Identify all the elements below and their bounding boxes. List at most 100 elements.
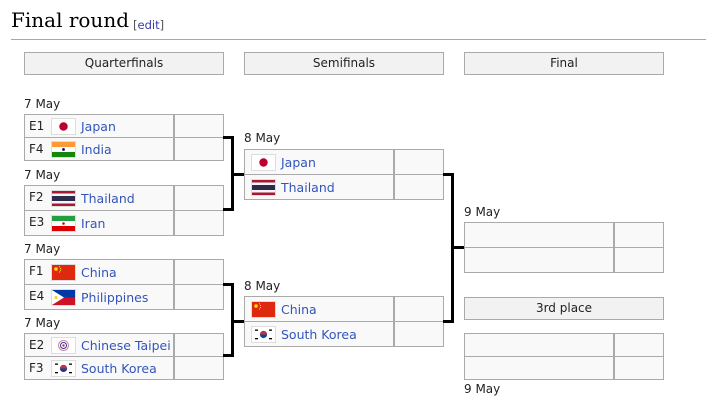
match-date: 8 May (244, 279, 281, 293)
match-date: 8 May (244, 131, 281, 145)
team-link[interactable]: South Korea (81, 360, 157, 376)
match-date: 9 May (464, 205, 501, 219)
japan-flag-icon (51, 117, 76, 135)
team-cell: Chinese Taipei (51, 334, 175, 356)
connector (223, 283, 233, 286)
iran-flag-icon (51, 214, 76, 232)
seed-label: F2 (29, 190, 44, 204)
team-link[interactable]: Chinese Taipei (81, 337, 171, 353)
match-date: 7 May (24, 168, 61, 182)
match-date: 7 May (24, 97, 61, 111)
team-link[interactable]: Thailand (281, 179, 335, 195)
score-cell (395, 297, 443, 321)
south-korea-flag-icon (51, 359, 76, 377)
philippines-flag-icon (51, 288, 76, 306)
south-korea-flag-icon (251, 325, 276, 343)
team-cell: Iran (51, 211, 175, 235)
india-flag-icon (51, 140, 76, 158)
score-cell (395, 150, 443, 174)
seed-label: E1 (29, 119, 45, 133)
round-header-third-place: 3rd place (464, 297, 664, 320)
bracket-row: China (244, 296, 444, 322)
heading-divider (11, 39, 706, 40)
thailand-flag-icon (51, 189, 76, 207)
score-cell (395, 175, 443, 199)
team-link[interactable]: China (81, 264, 117, 280)
team-cell: South Korea (251, 322, 395, 346)
match-date: 9 May (464, 382, 501, 396)
round-header-quarterfinals: Quarterfinals (24, 52, 224, 75)
seed-label: F1 (29, 264, 44, 278)
score-cell (395, 322, 443, 346)
match-date: 7 May (24, 242, 61, 256)
team-cell: Philippines (51, 285, 175, 309)
team-cell (471, 357, 615, 379)
bracket-row: F1 China (24, 259, 224, 285)
team-link[interactable]: Iran (81, 215, 106, 231)
bracket-row: F2 Thailand (24, 185, 224, 211)
bracket-row: F4 India (24, 137, 224, 161)
score-cell (175, 260, 223, 284)
connector (231, 320, 244, 323)
edit-link[interactable]: edit (137, 18, 160, 32)
bracket-row: E4 Philippines (24, 284, 224, 310)
connector (223, 354, 233, 357)
connector (231, 173, 244, 176)
seed-label: F3 (29, 361, 44, 375)
team-cell: India (51, 138, 175, 160)
bracket-row: Thailand (244, 174, 444, 200)
team-link[interactable]: China (281, 301, 317, 317)
team-cell (471, 334, 615, 356)
score-cell (175, 211, 223, 235)
page-title: Final round (11, 8, 129, 32)
match-date: 7 May (24, 316, 61, 330)
chinese-taipei-flag-icon (51, 336, 76, 354)
bracket-row: E3 Iran (24, 210, 224, 236)
score-cell (615, 357, 663, 379)
team-link[interactable]: Philippines (81, 289, 149, 305)
connector (443, 320, 453, 323)
connector (443, 173, 453, 176)
score-cell (615, 334, 663, 356)
score-cell (175, 115, 223, 137)
bracket-close: ] (159, 18, 165, 32)
round-header-semifinals: Semifinals (244, 52, 444, 75)
connector (223, 208, 233, 211)
connector (451, 246, 464, 249)
team-cell: Thailand (251, 175, 395, 199)
edit-section: [edit] (133, 18, 164, 32)
team-cell: China (51, 260, 175, 284)
team-cell: South Korea (51, 357, 175, 379)
team-link[interactable]: Japan (81, 118, 116, 134)
team-cell (471, 248, 615, 272)
japan-flag-icon (251, 153, 276, 171)
team-cell: Japan (51, 115, 175, 137)
seed-label: E3 (29, 215, 45, 229)
team-cell: Japan (251, 150, 395, 174)
score-cell (175, 186, 223, 210)
bracket-row: F3 South Korea (24, 356, 224, 380)
score-cell (615, 248, 663, 272)
score-cell (615, 223, 663, 247)
team-link[interactable]: South Korea (281, 326, 357, 342)
team-cell: Thailand (51, 186, 175, 210)
score-cell (175, 285, 223, 309)
bracket-row (464, 247, 664, 273)
team-cell: China (251, 297, 395, 321)
score-cell (175, 138, 223, 160)
seed-label: E2 (29, 338, 45, 352)
team-link[interactable]: Japan (281, 154, 316, 170)
bracket-row (464, 222, 664, 248)
bracket-row (464, 333, 664, 357)
bracket-row: E2 Chinese Taipei (24, 333, 224, 357)
bracket-row: E1 Japan (24, 114, 224, 138)
bracket-row (464, 356, 664, 380)
connector (223, 136, 233, 139)
team-link[interactable]: Thailand (81, 190, 135, 206)
seed-label: F4 (29, 142, 44, 156)
team-link[interactable]: India (81, 141, 112, 157)
score-cell (175, 334, 223, 356)
seed-label: E4 (29, 289, 45, 303)
score-cell (175, 357, 223, 379)
china-flag-icon (51, 263, 76, 281)
